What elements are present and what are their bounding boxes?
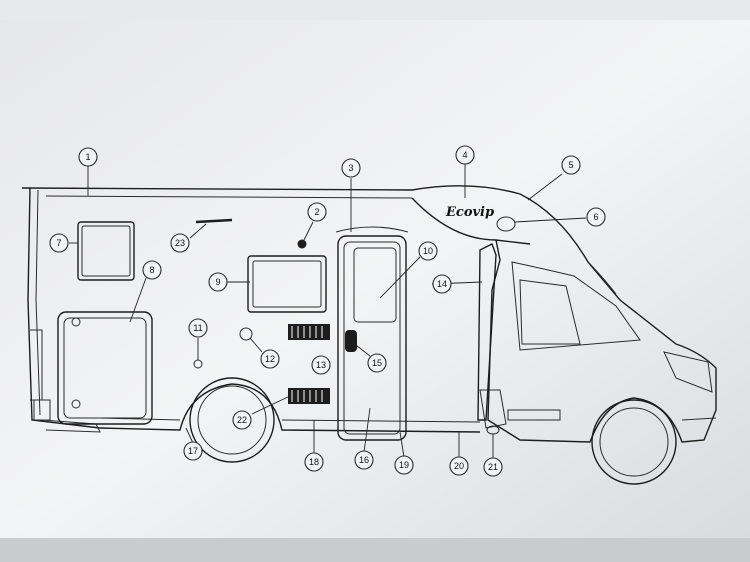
callout-19-label: 19 — [399, 460, 409, 470]
callout-17: 17 — [183, 441, 203, 461]
callout-3-label: 3 — [348, 163, 353, 173]
roof-light — [496, 216, 516, 232]
callout-3: 3 — [341, 158, 361, 178]
callout-14-label: 14 — [437, 279, 447, 289]
awning-light — [195, 218, 233, 224]
screen-top-strip — [0, 0, 750, 20]
callout-4-label: 4 — [462, 150, 467, 160]
brand-logo: Ecovip — [445, 205, 494, 220]
callout-23-label: 23 — [175, 238, 185, 248]
upper-vent — [288, 324, 330, 340]
callout-2: 2 — [307, 202, 327, 222]
callout-6: 6 — [586, 207, 606, 227]
lower-vent — [288, 388, 330, 404]
callout-9-label: 9 — [215, 277, 220, 287]
screen-area — [0, 18, 750, 538]
callout-7-label: 7 — [56, 238, 61, 248]
callout-1-label: 1 — [85, 152, 90, 162]
callout-5-label: 5 — [568, 160, 573, 170]
callout-10: 10 — [418, 241, 438, 261]
callout-15: 15 — [367, 353, 387, 373]
rear-wheel — [189, 377, 275, 463]
entry-door — [335, 226, 409, 441]
callout-10-label: 10 — [423, 246, 433, 256]
callout-18-label: 18 — [309, 457, 319, 467]
callout-8-label: 8 — [149, 265, 154, 275]
callout-12-label: 12 — [265, 354, 275, 364]
callout-16: 16 — [354, 450, 374, 470]
callout-23: 23 — [170, 233, 190, 253]
callout-9: 9 — [208, 272, 228, 292]
callout-13-label: 13 — [316, 360, 326, 370]
callout-6-label: 6 — [593, 212, 598, 222]
filler-cap — [239, 327, 253, 341]
rear-window — [77, 221, 135, 281]
callout-17-label: 17 — [188, 446, 198, 456]
garage-door — [57, 311, 153, 425]
callout-5: 5 — [561, 155, 581, 175]
callout-21-label: 21 — [488, 462, 498, 472]
callout-4: 4 — [455, 145, 475, 165]
callout-22: 22 — [232, 410, 252, 430]
callout-11: 11 — [188, 318, 208, 338]
callout-18: 18 — [304, 452, 324, 472]
callout-19: 19 — [394, 455, 414, 475]
callout-7: 7 — [49, 233, 69, 253]
front-wheel — [591, 399, 677, 485]
callout-11-label: 11 — [193, 323, 202, 333]
callout-8: 8 — [142, 260, 162, 280]
callout-14: 14 — [432, 274, 452, 294]
callout-12: 12 — [260, 349, 280, 369]
callout-15-label: 15 — [372, 358, 382, 368]
callout-20-label: 20 — [454, 461, 464, 471]
callout-16-label: 16 — [359, 455, 369, 465]
callout-21: 21 — [483, 457, 503, 477]
side-window — [247, 255, 327, 313]
callout-2-label: 2 — [314, 207, 319, 217]
callout-13: 13 — [311, 355, 331, 375]
callout-20: 20 — [449, 456, 469, 476]
callout-22-label: 22 — [237, 415, 247, 425]
vent-grilles — [288, 324, 330, 404]
callout-1: 1 — [78, 147, 98, 167]
